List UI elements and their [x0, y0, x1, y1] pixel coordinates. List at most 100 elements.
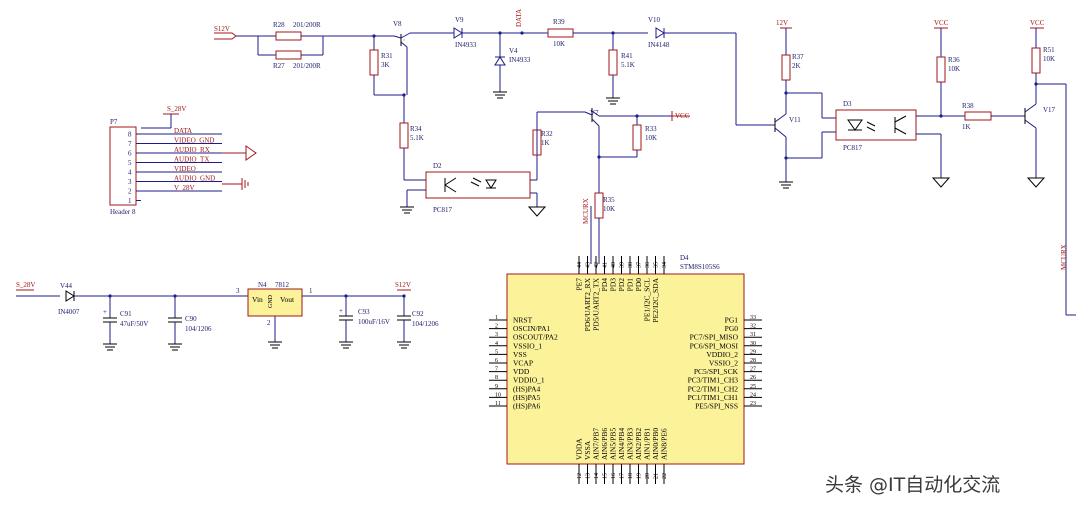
c93-ref: C93 [358, 308, 370, 316]
r34-resistor [399, 122, 409, 149]
mcu-pin-number: 34 [662, 262, 668, 268]
v9-diode-icon [453, 27, 463, 39]
v4-zener-icon [494, 56, 506, 66]
net-vcc-v7: VCC [675, 112, 690, 120]
d3-value: PC817 [843, 144, 863, 152]
v17-ref: V17 [1043, 106, 1056, 114]
v10-value: IN4148 [648, 41, 670, 49]
n4-vout: Vout [280, 295, 295, 304]
mcu-pin-number: 20 [645, 473, 651, 479]
net-s12v-in: S12V [214, 25, 230, 33]
mcu-pin-label: (HS)PA4 [513, 384, 540, 393]
v11-transistor-icon [774, 93, 787, 138]
n4-pin-out: 1 [309, 287, 313, 295]
header-pin-label: AUDIO_TX [174, 156, 209, 164]
mcu-pin-label: PD0 [634, 278, 643, 292]
header-pin-label: AUDIO_RX [174, 146, 210, 154]
net-s12v-psu: S12V [395, 281, 411, 289]
mcu-pin-label: VDDIO_1 [513, 376, 545, 385]
power-supply: S_28V V44 IN4007 + C91 47uF/50V C90 104/… [16, 281, 439, 351]
mcu-pin-number: 18 [628, 473, 634, 479]
r31-value: 3K [381, 61, 390, 69]
r36-value: 10K [948, 65, 960, 73]
net-vcc-r51: VCC [1030, 19, 1045, 27]
mcu-pin-number: 38 [628, 262, 634, 268]
v9-ref: V9 [455, 16, 464, 24]
header-pin-label: VIDEO_GND [174, 137, 214, 145]
r34-value: 5.1K [410, 134, 424, 142]
mcu-pin-label: AIN0/PB0 [651, 428, 660, 460]
mcu-pin-label: VCAP [513, 359, 533, 368]
r27-value: 201/200R [293, 62, 321, 70]
c93-plus: + [339, 307, 343, 315]
n4-gnd: GND [268, 294, 274, 308]
c93-value: 100uF/16V [358, 318, 390, 326]
r34-ref: R34 [410, 125, 422, 133]
audio-rx-arrow-icon [245, 145, 257, 161]
mcu-pin-label: VDDIO_2 [706, 350, 738, 359]
mcu-pin-number: 11 [495, 401, 501, 407]
v7-transistor-icon [584, 108, 600, 127]
r41-ref: R41 [621, 52, 633, 60]
ground-icon [493, 91, 507, 99]
c91-value: 47uF/50V [120, 320, 148, 328]
mcu-pin-label: AIN8/PE6 [660, 428, 669, 460]
header-pin-number: 8 [128, 131, 132, 139]
mcu-pin-label: PD6/UART2_RX [583, 277, 592, 331]
ground-icon [103, 343, 117, 351]
mcu-pin-label: VSSIO_2 [709, 359, 738, 368]
r51-resistor [1031, 47, 1041, 74]
mcu-pin-number: 14 [594, 473, 600, 479]
mcu-pin-label: PC6/SPI_MOSI [690, 341, 739, 350]
header-body [109, 126, 137, 206]
r28-resistor [275, 31, 302, 41]
header-pin-label: DATA [174, 127, 192, 135]
mcu-pin-number: 16 [611, 473, 617, 479]
mcu-body [506, 273, 745, 465]
ground-icon [168, 343, 182, 351]
mcu-pin-label: AIN2/PB2 [634, 428, 643, 460]
r28-value: 201/200R [293, 21, 321, 29]
mcu-pin-number: 24 [750, 392, 756, 398]
r35-value: 10K [603, 205, 615, 213]
mcu-pin-number: 35 [654, 262, 660, 268]
mcu-pin-number: 19 [637, 473, 643, 479]
v8-ref: V8 [393, 20, 402, 28]
r38-ref: R38 [962, 102, 974, 110]
c91-plus: + [103, 308, 107, 316]
mcu-pin-label: OSCOUT/PA2 [513, 333, 558, 342]
mcu-pin-label: PC3/TIM1_CH3 [688, 376, 739, 385]
mcu-pin-number: 2 [495, 324, 498, 330]
v10-diode-icon [655, 27, 665, 39]
mcu-pin-number: 15 [603, 473, 609, 479]
header-pin-label: VIDEO [174, 165, 196, 173]
r39-resistor [547, 28, 574, 38]
mcu-pin-number: 23 [750, 401, 756, 407]
mcu-pin-label: PC7/SPI_MISO [690, 333, 739, 342]
r35-ref: R35 [603, 196, 615, 204]
r41-value: 5.1K [621, 61, 635, 69]
net-s28v-psu: S_28V [16, 281, 35, 289]
mcu-pin-number: 9 [495, 384, 498, 390]
ground-icon [339, 341, 353, 349]
mcu-pin-number: 29 [750, 349, 756, 355]
r31-resistor [369, 49, 379, 76]
mcu-pin-label: PC5/SPI_SCK [694, 367, 739, 376]
net-s28v-p7: S_28V [167, 105, 186, 113]
s12v-port-icon [214, 32, 237, 40]
mcu-pin-number: 22 [662, 473, 668, 479]
mcu-pin-label: PC2/TIM1_CH2 [688, 384, 739, 393]
r37-ref: R37 [792, 53, 804, 61]
v4-value: IN4933 [509, 56, 531, 64]
receive-stage: D2 PC817 R32 1K V7 [400, 108, 690, 264]
mcu-pin-number: 39 [620, 262, 626, 268]
mcu-pin-label: AIN5/PB5 [609, 428, 618, 460]
header-pin-number: 2 [128, 188, 132, 196]
r39-ref: R39 [553, 18, 565, 26]
v10-ref: V10 [648, 16, 661, 24]
mcu-pin-number: 7 [495, 367, 498, 373]
r37-resistor [781, 54, 791, 81]
mcu-pin-number: 17 [620, 473, 626, 479]
mcu-pin-number: 10 [495, 392, 501, 398]
